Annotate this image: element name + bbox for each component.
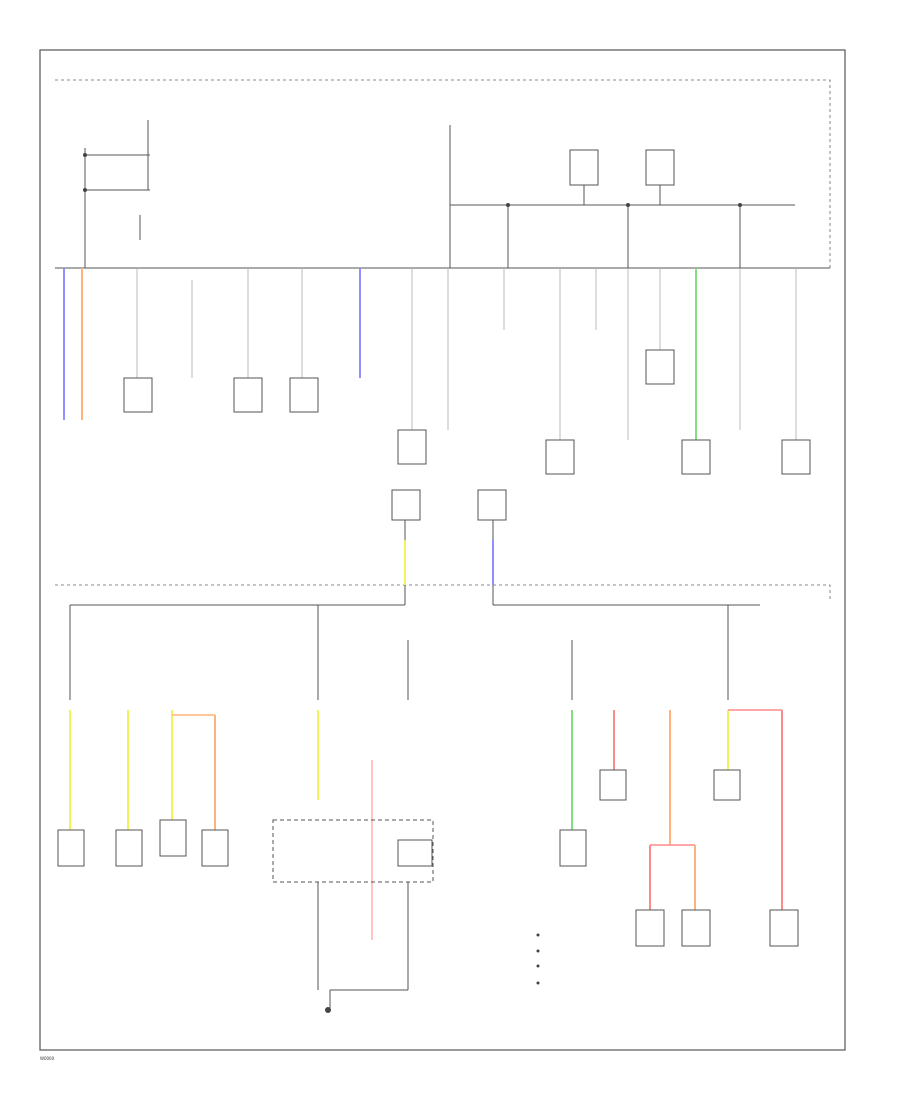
ignition-switch-area xyxy=(83,120,150,268)
underdash-fuse-box-boundary xyxy=(55,584,831,602)
lower-components xyxy=(57,769,799,947)
upper-circuit-drops xyxy=(63,268,797,440)
ground-point xyxy=(325,1007,331,1013)
upper-bus-bar xyxy=(449,125,795,268)
control-unit-boundary xyxy=(272,819,434,883)
lower-bus xyxy=(69,585,760,700)
underhood-fuse-box-boundary xyxy=(55,79,831,269)
diagram-frame xyxy=(39,49,846,1051)
upper-components xyxy=(123,349,811,521)
legend xyxy=(536,933,540,985)
lower-circuit-drops xyxy=(69,709,783,940)
footer-code: W0000 xyxy=(40,1056,55,1061)
